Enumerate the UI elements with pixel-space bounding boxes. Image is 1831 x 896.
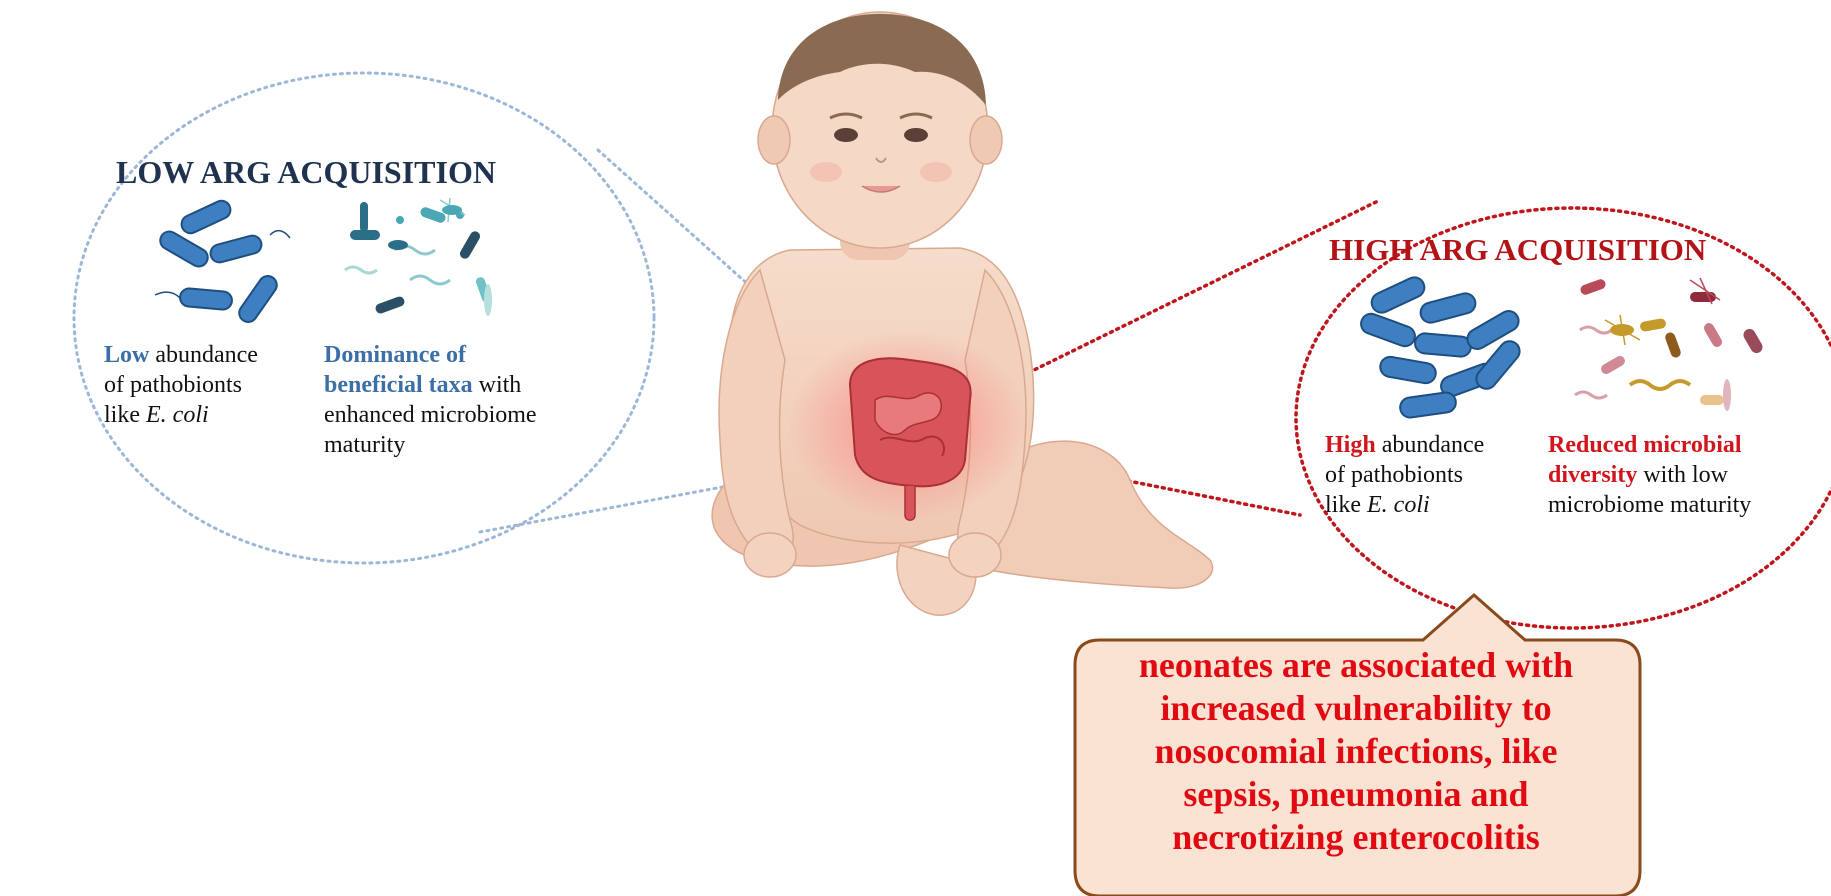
- low-left-rest-3: like: [104, 402, 146, 428]
- callout-line-1: neonates are associated with: [1086, 644, 1626, 687]
- low-right-emph-2: beneficial taxa: [324, 372, 473, 398]
- low-right-caption: Dominance of beneficial taxa with enhanc…: [324, 340, 624, 460]
- high-left-rest-3: like: [1325, 492, 1367, 518]
- high-left-italic: E. coli: [1367, 492, 1430, 518]
- baby-illustration: [712, 12, 1212, 615]
- low-beneficial-taxa-icon: [345, 198, 492, 316]
- high-right-rest-2: with low: [1637, 462, 1728, 488]
- high-pathobiont-bacteria-icon: [1358, 274, 1523, 419]
- gut-illustration: [788, 330, 1028, 520]
- high-left-emph-1: High: [1325, 432, 1376, 458]
- callout-line-4: sepsis, pneumonia and: [1086, 773, 1626, 816]
- high-left-caption: High abundance of pathobionts like E. co…: [1325, 430, 1545, 520]
- low-right-rest-4: maturity: [324, 432, 405, 458]
- high-left-rest-1: abundance: [1376, 432, 1485, 458]
- low-right-emph-1: Dominance of: [324, 342, 466, 368]
- low-right-rest-3: enhanced microbiome: [324, 402, 537, 428]
- low-left-rest-1: abundance: [149, 342, 258, 368]
- low-arg-title: LOW ARG ACQUISITION: [116, 154, 496, 191]
- high-right-emph-2: diversity: [1548, 462, 1637, 488]
- low-left-emph-1: Low: [104, 342, 149, 368]
- low-left-caption: Low abundance of pathobionts like E. col…: [104, 340, 314, 430]
- callout-line-3: nosocomial infections, like: [1086, 730, 1626, 773]
- high-right-rest-3: microbiome maturity: [1548, 492, 1751, 518]
- low-left-italic: E. coli: [146, 402, 209, 428]
- high-left-rest-2: of pathobionts: [1325, 462, 1463, 488]
- high-right-emph-1: Reduced microbial: [1548, 432, 1742, 458]
- high-right-caption: Reduced microbial diversity with low mic…: [1548, 430, 1828, 520]
- callout-line-2: increased vulnerability to: [1086, 687, 1626, 730]
- high-arg-title: HIGH ARG ACQUISITION: [1329, 232, 1706, 268]
- low-right-rest-2: with: [473, 372, 522, 398]
- callout-text: neonates are associated with increased v…: [1086, 644, 1626, 859]
- low-pathobiont-bacteria-icon: [155, 198, 290, 326]
- callout-line-5: necrotizing enterocolitis: [1086, 816, 1626, 859]
- high-reduced-diversity-icon: [1575, 278, 1765, 411]
- low-left-rest-2: of pathobionts: [104, 372, 242, 398]
